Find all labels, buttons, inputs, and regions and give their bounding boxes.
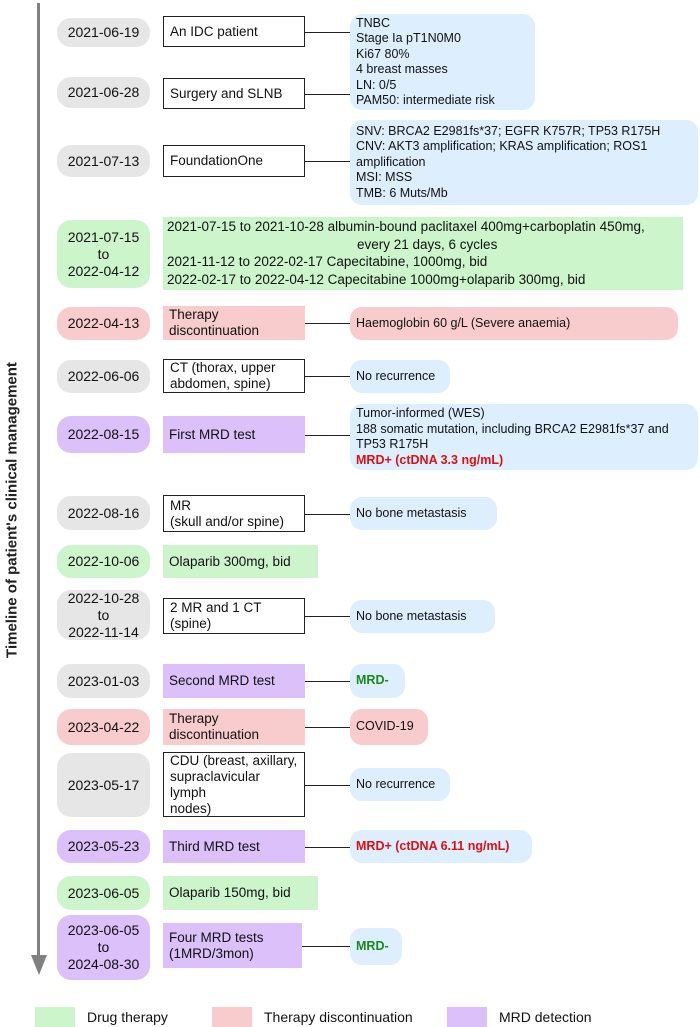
date-pill: 2022-10-28 to 2022-11-14 [57, 590, 150, 640]
legend-label: MRD detection [499, 1009, 592, 1025]
detail-box: No recurrence [350, 360, 450, 393]
date-pill: 2021-06-19 [57, 18, 150, 47]
connector-line [302, 946, 350, 947]
detail-box: MRD- [350, 928, 402, 965]
connector-line [305, 376, 350, 377]
detail-line: Tumor-informed (WES) [356, 406, 485, 420]
legend-label: Drug therapy [87, 1009, 168, 1025]
detail-line: 4 breast masses [356, 62, 448, 76]
event-box: MR (skull and/or spine) [163, 495, 305, 532]
date-pill: 2021-07-13 [57, 145, 150, 177]
detail-box: Tumor-informed (WES)188 somatic mutation… [350, 404, 698, 470]
connector-line [305, 435, 350, 436]
detail-line: SNV: BRCA2 E2981fs*37; EGFR K757R; TP53 … [356, 123, 661, 138]
date-pill: 2022-10-06 [57, 545, 150, 578]
detail-line: CNV: AKT3 amplification; KRAS amplificat… [356, 139, 648, 169]
drug-line: every 21 days, 6 cycles [357, 236, 498, 252]
detail-box: No recurrence [350, 768, 450, 801]
connector-line [305, 161, 350, 162]
axis-label: Timeline of patient's clinical managemen… [3, 362, 21, 658]
detail-line: 188 somatic mutation, including BRCA2 E2… [356, 421, 669, 452]
legend-therapy-discontinuation: Therapy discontinuation [212, 1007, 413, 1027]
connector-line [305, 616, 350, 617]
date-pill: 2023-06-05 [57, 876, 150, 910]
event-box: Olaparib 300mg, bid [163, 545, 318, 578]
detail-line: PAM50: intermediate risk [356, 93, 495, 107]
mrd-negative-result: MRD- [356, 938, 389, 953]
connector-line [305, 32, 350, 33]
connector-line [305, 681, 350, 682]
connector-line [305, 323, 350, 324]
detail-line: Stage Ia pT1N0M0 [356, 31, 461, 45]
event-box: Therapy discontinuation [163, 709, 305, 745]
legend-swatch [447, 1007, 487, 1027]
detail-box: SNV: BRCA2 E2981fs*37; EGFR K757R; TP53 … [350, 120, 698, 205]
date-pill: 2021-06-28 [57, 77, 150, 108]
connector-line [305, 94, 350, 95]
event-box: Second MRD test [163, 664, 305, 698]
connector-line [305, 514, 350, 515]
drug-line: 2022-02-17 to 2022-04-12 Capecitabine 10… [167, 271, 586, 287]
detail-box: COVID-19 [350, 709, 428, 745]
event-box: Olaparib 150mg, bid [163, 876, 318, 910]
connector-line [305, 847, 350, 848]
date-pill: 2023-05-17 [57, 753, 150, 817]
drug-line: 2021-07-15 to 2021-10-28 albumin-bound p… [167, 219, 645, 234]
timeline-arrow-icon [31, 955, 47, 975]
date-pill: 2022-08-15 [57, 416, 150, 453]
event-box: Four MRD tests (1MRD/3mon) [163, 923, 302, 968]
date-pill: 2023-05-23 [57, 830, 150, 863]
mrd-negative-result: MRD- [356, 673, 389, 688]
detail-line: No bone metastasis [356, 505, 467, 520]
date-pill: 2022-08-16 [57, 496, 150, 530]
detail-box: MRD- [350, 664, 405, 698]
detail-box: MRD+ (ctDNA 6.11 ng/mL) [350, 830, 532, 863]
detail-line: Haemoglobin 60 g/L (Severe anaemia) [356, 315, 571, 330]
date-pill: 2023-06-05 to 2024-08-30 [57, 915, 150, 980]
detail-line: No recurrence [356, 368, 436, 383]
legend-mrd-detection: MRD detection [447, 1007, 592, 1027]
timeline-axis [37, 3, 40, 958]
legend-label: Therapy discontinuation [264, 1009, 413, 1025]
detail-line: No recurrence [356, 776, 436, 791]
event-box: CT (thorax, upper abdomen, spine) [163, 359, 305, 393]
event-box: Therapy discontinuation [163, 306, 305, 340]
event-box: Surgery and SLNB [163, 78, 305, 109]
legend-swatch [35, 1007, 75, 1027]
detail-line: Ki67 80% [356, 46, 410, 61]
drug-therapy-box: 2021-07-15 to 2021-10-28 albumin-bound p… [163, 217, 683, 290]
connector-line [305, 785, 350, 786]
detail-line: TMB: 6 Muts/Mb [356, 185, 448, 200]
connector-line [305, 727, 350, 728]
event-box: CDU (breast, axillary, supraclavicular l… [163, 752, 305, 817]
detail-line: MSI: MSS [356, 170, 413, 185]
date-pill: 2021-07-15 to 2022-04-12 [57, 220, 150, 288]
event-box: FoundationOne [163, 145, 305, 177]
detail-box: Haemoglobin 60 g/L (Severe anaemia) [350, 307, 678, 340]
date-pill: 2023-04-22 [57, 709, 150, 745]
detail-line: COVID-19 [356, 719, 414, 734]
detail-line: No bone metastasis [356, 608, 467, 623]
mrd-positive-result: MRD+ (ctDNA 6.11 ng/mL) [356, 838, 510, 853]
detail-line: LN: 0/5 [356, 77, 397, 92]
event-box: An IDC patient [163, 16, 305, 47]
legend-drug-therapy: Drug therapy [35, 1007, 168, 1027]
date-pill: 2022-04-13 [57, 307, 150, 340]
detail-box: No bone metastasis [350, 600, 495, 633]
drug-line: 2021-11-12 to 2022-02-17 Capecitabine, 1… [167, 254, 488, 269]
date-pill: 2022-06-06 [57, 360, 150, 393]
event-box: First MRD test [163, 416, 305, 453]
date-pill: 2023-01-03 [57, 664, 150, 698]
detail-box: No bone metastasis [350, 497, 497, 530]
event-box: Third MRD test [163, 830, 305, 863]
event-box: 2 MR and 1 CT (spine) [163, 598, 305, 634]
mrd-positive-result: MRD+ (ctDNA 3.3 ng/mL) [356, 452, 504, 467]
detail-line: TNBC [356, 15, 391, 30]
legend-swatch [212, 1007, 252, 1027]
